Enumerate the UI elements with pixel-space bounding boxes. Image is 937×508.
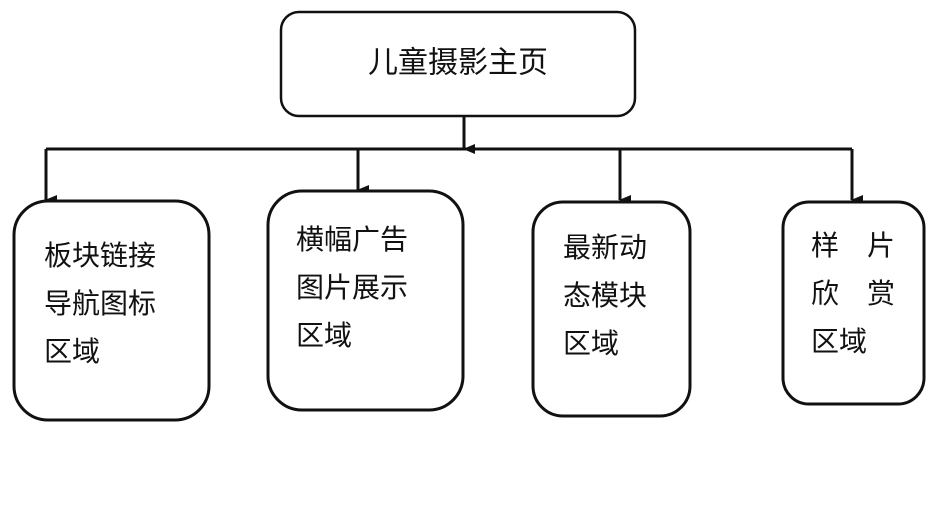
child-4-line-3: 区域 [811, 325, 867, 358]
child-4-line-2: 欣 赏 [811, 277, 895, 310]
child-3-line-2: 态模块 [563, 279, 647, 312]
root-node: 儿童摄影主页 [279, 10, 637, 118]
child-2-line-1: 横幅广告 [296, 223, 408, 256]
child-3-line-1: 最新动 [563, 231, 647, 264]
child-3-line-3: 区域 [563, 327, 619, 360]
root-label: 儿童摄影主页 [368, 46, 548, 81]
child-4-line-1: 样 片 [811, 229, 895, 262]
connectors [44, 116, 863, 205]
child-box-1 [12, 199, 211, 422]
child-1-line-3: 区域 [44, 335, 100, 368]
child-box-3 [531, 200, 692, 418]
child-box-4 [781, 200, 926, 406]
root-box [279, 10, 637, 118]
child-2-line-2: 图片展示 [296, 271, 408, 304]
child-node-3: 最新动 态模块 区域 [531, 200, 692, 418]
child-node-4: 样 片 欣 赏 区域 [781, 200, 926, 406]
child-1-line-2: 导航图标 [44, 287, 156, 320]
child-node-2: 横幅广告 图片展示 区域 [266, 189, 465, 412]
child-box-2 [266, 189, 465, 412]
child-1-line-1: 板块链接 [44, 239, 156, 272]
child-2-line-3: 区域 [296, 319, 352, 352]
child-node-1: 板块链接 导航图标 区域 [12, 199, 211, 422]
